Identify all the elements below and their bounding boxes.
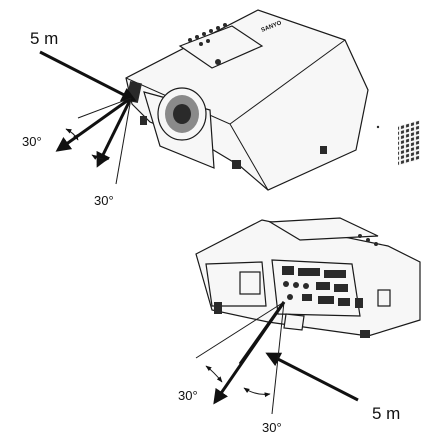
filter-latch [239,271,261,295]
foot-left [140,116,147,125]
guide-line-rear-2 [195,301,285,359]
angle-label-bottom-rear: 30° [262,420,282,435]
foot-right [320,146,327,154]
top-range-indicator: 5 m 30° 30° [22,29,137,208]
signal-arrow [39,50,137,102]
bottom-range-indicator: 5 m 30° 30° [178,301,400,435]
signal-arrow-rear [265,352,359,402]
side-vents-rear [398,119,420,166]
angle-label-left-rear: 30° [178,388,198,403]
guide-line-rear-1 [271,301,285,415]
range-line-mid-rear [238,301,286,365]
speck [376,125,380,129]
projector-rear-view [195,119,421,338]
power-socket [283,313,305,331]
distance-label-rear: 5 m [372,404,400,423]
range-arrow-left [55,96,132,152]
guide-line-2 [115,97,132,185]
top-panel [178,25,264,69]
top-panel-rear [268,217,379,241]
foot-rear-left [214,302,222,314]
angle-arc-left-rear [205,365,223,383]
terminal-ports [282,266,350,306]
angle-arc-left [65,128,79,141]
distance-label: 5 m [30,29,58,48]
control-buttons-rear [358,234,378,246]
angle-label-left: 30° [22,134,42,149]
projector-front-view: SANYO [125,9,380,191]
foot-front [232,160,241,169]
angle-arc-bottom [91,154,110,162]
range-arrow-down [96,97,133,168]
rear-tab [377,289,391,307]
guide-line-1 [77,97,132,119]
ir-sensor-rear [355,298,363,308]
angle-arc-bottom-rear [243,387,271,398]
angle-label-bottom: 30° [94,193,114,208]
foot-rear-right [360,330,370,338]
control-buttons [188,23,227,46]
